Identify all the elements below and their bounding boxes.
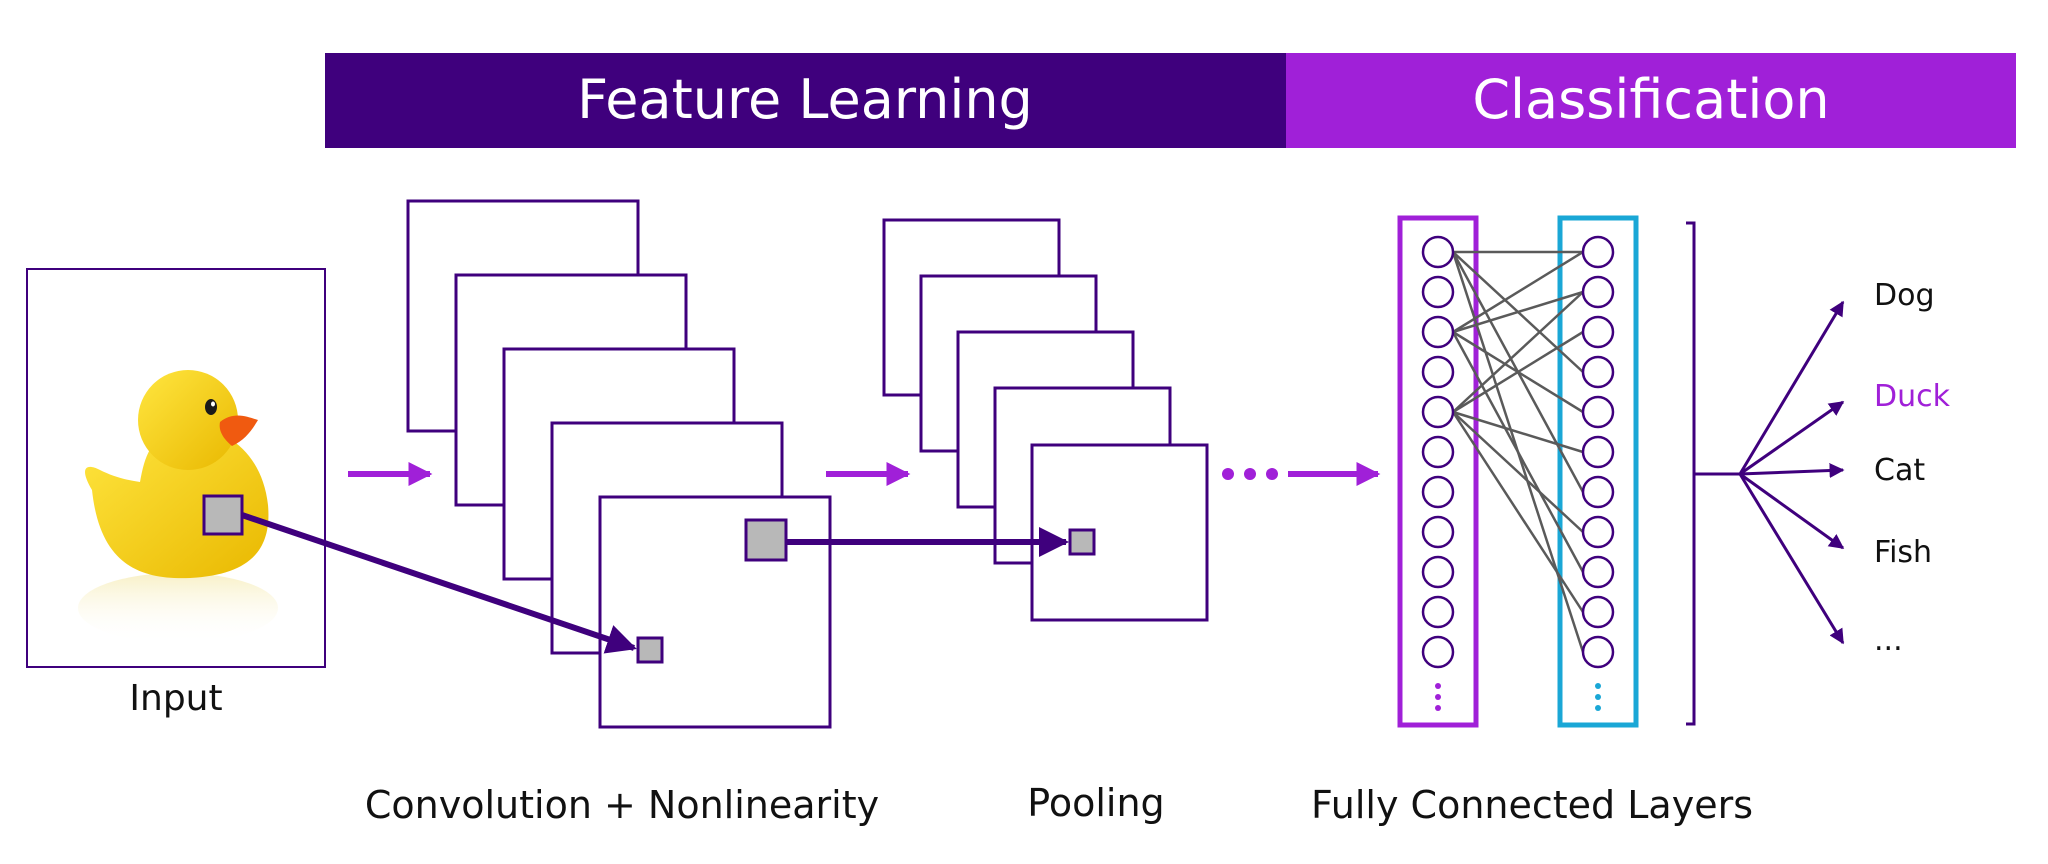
convolution-label: Convolution + Nonlinearity	[365, 783, 879, 827]
fc-layer-1-continuation-dots	[1435, 683, 1441, 711]
fc-layer-2-node	[1581, 235, 1615, 269]
fc-layer-1-node	[1421, 515, 1455, 549]
conv-map-5	[598, 495, 832, 729]
fc-layer-1-node	[1421, 475, 1455, 509]
pooling-label: Pooling	[1027, 781, 1164, 825]
output-arrow-fish	[1739, 472, 1845, 550]
fc-layer-2-node	[1581, 315, 1615, 349]
pool-map-5	[1030, 443, 1209, 622]
fc-connection	[1452, 330, 1584, 414]
fc-layer-1-node	[1421, 315, 1455, 349]
fc-connection	[1451, 331, 1585, 573]
fc-layer-1-node	[1421, 275, 1455, 309]
class-label-fish: Fish	[1874, 535, 1932, 570]
fc-layer-1-node	[1421, 355, 1455, 389]
fc-layer-2-node	[1581, 275, 1615, 309]
output-bracket	[1686, 221, 1740, 726]
fc-layer-1-nodes	[1421, 235, 1455, 669]
fc-layer-2-node	[1581, 355, 1615, 389]
fc-layer-1-node	[1421, 435, 1455, 469]
conv-small-patch	[636, 636, 664, 664]
fc-connection	[1452, 410, 1584, 454]
input-patch	[202, 494, 244, 536]
class-label-cat: Cat	[1874, 453, 1925, 488]
rubber-duck-image	[78, 370, 278, 643]
pooling-feature-maps	[882, 218, 1209, 622]
fc-connections	[1451, 250, 1585, 653]
fc-connection	[1452, 250, 1584, 334]
fc-layer-2-nodes	[1581, 235, 1615, 669]
fc-layer-2-node	[1581, 595, 1615, 629]
fc-connection	[1452, 290, 1584, 334]
fc-layer-2-continuation-dots	[1595, 683, 1601, 711]
fc-layer-1-frame	[1397, 215, 1479, 728]
fc-layer-2-node	[1581, 435, 1615, 469]
fc-layer-2-node	[1581, 555, 1615, 589]
input-image	[26, 268, 326, 668]
conv-large-patch	[744, 518, 788, 562]
fc-connection	[1452, 411, 1584, 533]
fc-layer-2-node	[1581, 475, 1615, 509]
classification-title: Classification	[1472, 68, 1829, 131]
output-arrows	[1738, 300, 1845, 645]
output-arrow-more	[1738, 473, 1845, 645]
class-label-more: ...	[1874, 623, 1903, 658]
fc-connection	[1452, 291, 1584, 413]
pool-patch	[1068, 528, 1096, 556]
output-arrow-duck	[1739, 400, 1845, 476]
feature-learning-bar	[325, 53, 1286, 148]
fc-layer-1-node	[1421, 635, 1455, 669]
fc-layer-1-node	[1421, 235, 1455, 269]
fc-connection	[1451, 411, 1585, 613]
fully-connected-label: Fully Connected Layers	[1311, 783, 1753, 827]
receptive-field-arrow	[241, 512, 637, 654]
fc-layer-2-node	[1581, 635, 1615, 669]
output-arrow-dog	[1738, 300, 1845, 475]
convolution-feature-maps	[406, 199, 832, 729]
ellipsis-dots	[1222, 468, 1278, 480]
classification-bar	[1286, 53, 2016, 148]
feature-learning-title: Feature Learning	[577, 68, 1033, 131]
class-label-dog: Dog	[1874, 278, 1935, 313]
class-label-duck: Duck	[1874, 379, 1951, 414]
input-label: Input	[129, 678, 222, 719]
fc-layer-2-node	[1581, 515, 1615, 549]
fc-layer-2-node	[1581, 395, 1615, 429]
fc-layer-2-frame	[1557, 215, 1639, 728]
fc-layer-1-node	[1421, 395, 1455, 429]
output-arrow-cat	[1739, 463, 1845, 479]
fc-layer-1-node	[1421, 555, 1455, 589]
fc-layer-1-node	[1421, 595, 1455, 629]
